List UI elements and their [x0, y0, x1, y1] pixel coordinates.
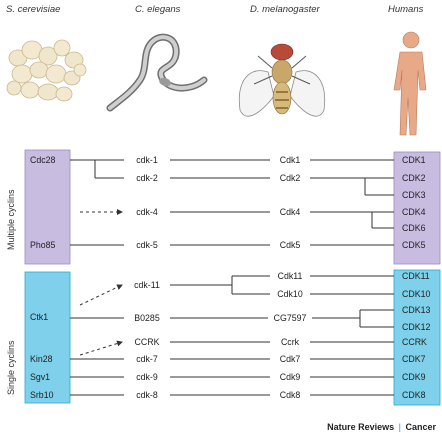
gene-b0285: B0285	[134, 313, 159, 324]
gene-human-cdk1: CDK1	[402, 155, 425, 166]
gene-human-cdk6: CDK6	[402, 223, 425, 234]
gene-cdk-11: cdk-11	[134, 280, 160, 291]
gene-fly-cdk8: Cdk8	[280, 390, 301, 401]
gene-human-cdk5: CDK5	[402, 240, 425, 251]
gene-cg7597: CG7597	[274, 313, 307, 324]
gene-cdk-2: cdk-2	[136, 173, 158, 184]
gene-fly-cdk4: Cdk4	[280, 207, 301, 218]
journal-section: Cancer	[405, 422, 436, 432]
journal-credit: Nature Reviews | Cancer	[327, 422, 436, 432]
gene-human-cdk4: CDK4	[402, 207, 425, 218]
gene-ctk1: Ctk1	[30, 312, 48, 323]
yeast-single-box	[25, 272, 70, 403]
gene-sgv1: Sgv1	[30, 372, 50, 383]
gene-cdk-7: cdk-7	[136, 354, 158, 365]
gene-fly-cdk11: Cdk11	[278, 271, 303, 282]
gene-ccrk-worm: CCRK	[135, 337, 160, 348]
gene-srb10: Srb10	[30, 390, 53, 401]
group-label-multiple: Multiple cyclins	[6, 189, 16, 250]
journal-name: Nature Reviews	[327, 422, 394, 432]
gene-kin28: Kin28	[30, 354, 53, 365]
gene-human-cdk2: CDK2	[402, 173, 425, 184]
gene-human-ccrk: CCRK	[402, 337, 427, 348]
gene-fly-cdk10: Cdk10	[277, 289, 302, 300]
gene-cdk-9: cdk-9	[136, 372, 158, 383]
journal-separator: |	[397, 422, 403, 432]
gene-human-cdk3: CDK3	[402, 190, 425, 201]
gene-human-cdk8: CDK8	[402, 390, 425, 401]
gene-human-cdk13: CDK13	[402, 305, 430, 316]
gene-human-cdk11: CDK11	[402, 271, 430, 282]
gene-human-cdk12: CDK12	[402, 322, 430, 333]
gene-fly-cdk2: Cdk2	[280, 173, 301, 184]
gene-fly-ccrk: Ccrk	[281, 337, 299, 348]
gene-human-cdk10: CDK10	[402, 289, 430, 300]
gene-pho85: Pho85	[30, 240, 55, 251]
gene-fly-cdk5: Cdk5	[280, 240, 301, 251]
gene-cdk-5: cdk-5	[136, 240, 158, 251]
gene-human-cdk9: CDK9	[402, 372, 425, 383]
gene-fly-cdk9: Cdk9	[280, 372, 301, 383]
gene-cdk-8: cdk-8	[136, 390, 158, 401]
gene-fly-cdk1: Cdk1	[280, 155, 301, 166]
gene-fly-cdk7: Cdk7	[280, 354, 301, 365]
gene-cdc28: Cdc28	[30, 155, 55, 166]
gene-human-cdk7: CDK7	[402, 354, 425, 365]
group-label-single: Single cyclins	[6, 340, 16, 395]
gene-cdk-4: cdk-4	[136, 207, 158, 218]
branch-lines	[70, 160, 394, 395]
gene-cdk-1: cdk-1	[136, 155, 158, 166]
